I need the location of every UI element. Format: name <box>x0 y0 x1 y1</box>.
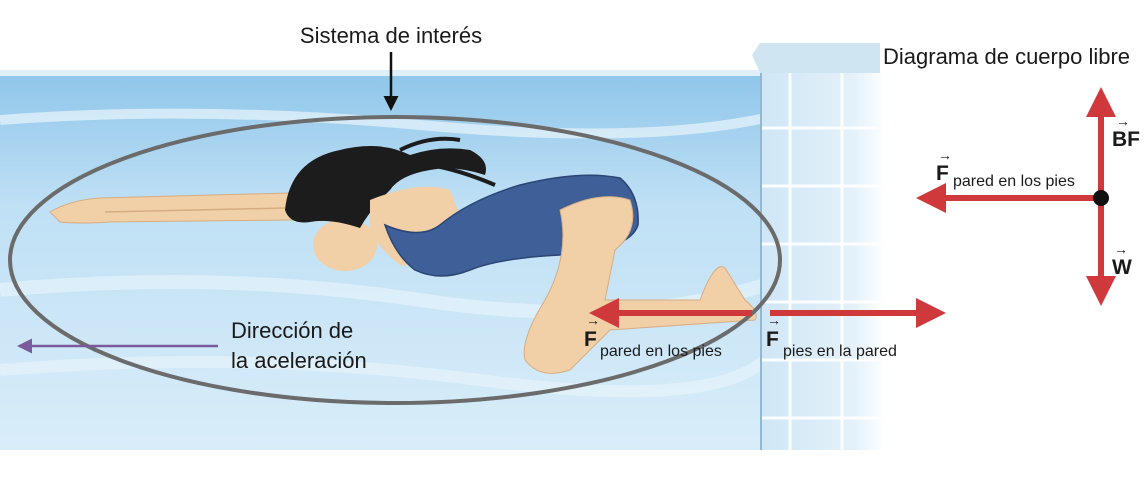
vector-arrow-icon: → <box>1116 113 1130 129</box>
fbd-buoyant-label: → BF <box>1112 113 1140 151</box>
vector-arrow-icon: → <box>767 312 781 328</box>
svg-text:BF: BF <box>1112 128 1140 151</box>
vector-arrow-icon: → <box>938 147 952 163</box>
pool-wall <box>752 43 885 450</box>
vector-arrow-icon: → <box>586 312 600 328</box>
acceleration-label-line2: la aceleración <box>231 348 367 373</box>
svg-text:pies en la pared: pies en la pared <box>783 343 897 360</box>
force-wall-on-feet-label: → F pared en los pies <box>584 312 722 360</box>
svg-text:F: F <box>766 328 779 351</box>
system-of-interest-label: Sistema de interés <box>300 23 482 48</box>
svg-text:pared en los pies: pared en los pies <box>953 173 1075 190</box>
free-body-diagram: Diagrama de cuerpo libre → BF → W → F pa… <box>883 44 1140 306</box>
fbd-wall-on-feet-label: → F pared en los pies <box>936 147 1075 190</box>
svg-text:F: F <box>936 162 949 185</box>
svg-text:W: W <box>1112 256 1132 279</box>
vector-arrow-icon: → <box>1114 241 1128 257</box>
force-feet-on-wall-label: → F pies en la pared <box>766 312 897 360</box>
acceleration-label-line1: Dirección de <box>231 318 353 343</box>
pool-water <box>0 70 770 450</box>
swimmer <box>49 136 757 374</box>
svg-text:pared en los pies: pared en los pies <box>600 343 722 360</box>
system-of-interest-boundary <box>8 115 782 405</box>
svg-text:F: F <box>584 328 597 351</box>
free-body-diagram-title: Diagrama de cuerpo libre <box>883 44 1130 69</box>
fbd-weight-label: → W <box>1112 241 1132 279</box>
fbd-body-point <box>1093 190 1109 206</box>
